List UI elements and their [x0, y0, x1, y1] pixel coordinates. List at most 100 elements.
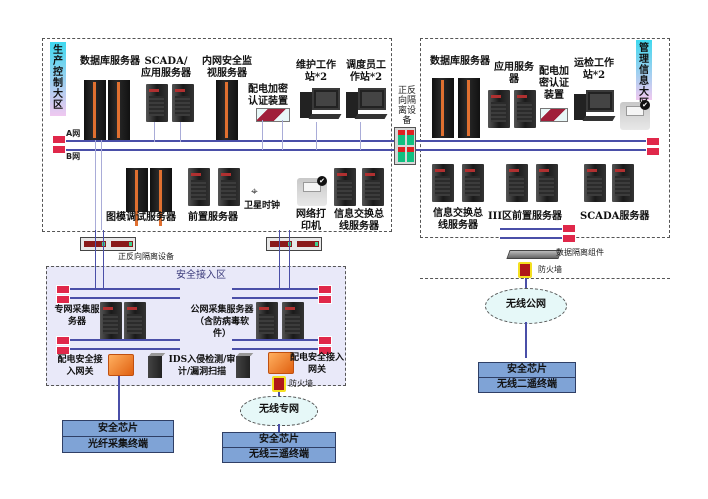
- access-bus: [70, 288, 180, 290]
- left-isolator-label: 正反向隔离设备: [118, 252, 174, 261]
- private-collect-server-2: [124, 302, 146, 340]
- link: [282, 120, 283, 150]
- mgmt-ops-workstation-icon: [574, 90, 618, 124]
- zone3-front-server-2: [536, 164, 558, 202]
- mgmt-firewall-label: 防火墙: [538, 265, 562, 274]
- access-bus: [70, 339, 180, 341]
- access-switch-bl: [56, 336, 70, 356]
- access-switch-br: [318, 336, 332, 356]
- link: [316, 122, 317, 150]
- fiber-link: [118, 376, 120, 422]
- terminal-two-remote-chip: 安全芯片: [478, 362, 576, 378]
- access-bus: [232, 339, 332, 341]
- mgmt-db-server-1: [432, 78, 454, 138]
- mgmt-switch-icon: [646, 137, 660, 157]
- data-isolation-label: 数据隔离组件: [556, 248, 604, 257]
- mgmt-lower-bus-a: [500, 228, 562, 230]
- left-gateway-label: 配电安全接入网关: [57, 355, 103, 377]
- mgmt-info-bus-server-1: [432, 164, 454, 202]
- zone3-front-server-1: [506, 164, 528, 202]
- link: [101, 140, 102, 230]
- network-printer-icon: [297, 176, 327, 206]
- mgmt-firewall-icon: [518, 262, 532, 278]
- link: [262, 120, 263, 150]
- graph-debug-server-2: [150, 168, 172, 226]
- access-bus: [232, 297, 332, 299]
- mgmt-lower-bus-b: [500, 237, 562, 239]
- a-net-label: A网: [66, 129, 81, 138]
- mgmt-lower-switch-icon: [562, 224, 576, 244]
- public-terminal-link: [525, 322, 527, 358]
- mgmt-app-server-1: [488, 90, 510, 128]
- mgmt-encryption-label: 配电加密认证装置: [539, 66, 569, 101]
- left-gateway-icon: [108, 354, 134, 376]
- production-zone: [42, 38, 392, 232]
- link: [360, 122, 361, 150]
- link: [289, 230, 290, 290]
- right-isolator-icon: [266, 237, 322, 251]
- front-server-1: [188, 168, 210, 206]
- mgmt-lower-divider: [420, 278, 670, 279]
- wireless-private-cloud: 无线专网: [240, 396, 318, 426]
- prod-db-server-1: [84, 80, 106, 140]
- right-gateway-label: 配电安全接入网关: [290, 353, 345, 375]
- terminal-three-remote-name: 无线三遥终端: [222, 447, 336, 463]
- ids-label: IDS入侵检测/审计/漏洞扫描: [168, 355, 236, 377]
- access-bus: [232, 348, 332, 350]
- mgmt-db-server-label: 数据库服务器: [430, 56, 490, 67]
- graph-debug-server-1: [126, 168, 148, 226]
- mgmt-info-bus-server-2: [462, 164, 484, 202]
- private-collect-server-label: 专网采集服务器: [54, 305, 100, 327]
- link: [103, 230, 104, 290]
- mgmt-info-bus-server-label: 信息交换总线服务器: [433, 208, 483, 231]
- mgmt-ops-ws-label: 运检工作站*2: [574, 58, 614, 81]
- link: [180, 122, 181, 142]
- prod-dispatch-workstation-icon: [346, 88, 390, 122]
- link: [279, 230, 280, 290]
- prod-monitor-server-label: 内网安全监视服务器: [202, 56, 252, 79]
- public-collect-server-1: [256, 302, 278, 340]
- prod-monitor-server: [216, 80, 238, 140]
- zone3-front-server-label: III区前置服务器: [488, 211, 563, 222]
- ids-left-icon: [148, 356, 162, 378]
- public-collect-server-2: [282, 302, 304, 340]
- link: [95, 230, 96, 290]
- production-switch-icon: [52, 135, 66, 155]
- b-net-label: B网: [66, 152, 81, 161]
- access-firewall-icon: [272, 376, 286, 392]
- secure-access-zone-label: 安全接入区: [176, 270, 226, 281]
- prod-info-bus-server-1: [334, 168, 356, 206]
- prod-scada-app-label: SCADA/应用服务器: [141, 56, 191, 79]
- network-printer-label: 网络打印机: [296, 209, 326, 232]
- mgmt-scada-server-2: [612, 164, 634, 202]
- private-collect-server-1: [100, 302, 122, 340]
- production-bus-a: [66, 140, 656, 142]
- front-server-label: 前置服务器: [188, 212, 238, 223]
- vertical-isolator-icon: [394, 127, 416, 165]
- access-bus: [232, 288, 332, 290]
- terminal-fiber-name: 光纤采集终端: [62, 436, 174, 453]
- access-bus: [70, 297, 180, 299]
- private-terminal-link: [278, 424, 280, 432]
- prod-scada-server-1: [146, 84, 168, 122]
- access-bus: [70, 348, 180, 350]
- terminal-fiber-chip: 安全芯片: [62, 420, 174, 437]
- left-isolator-icon: [80, 237, 136, 251]
- graph-debug-server-label: 图模调试服务器: [106, 212, 176, 223]
- prod-info-bus-server-2: [362, 168, 384, 206]
- ids-right-icon: [236, 356, 250, 378]
- production-bus-b: [66, 149, 656, 151]
- prod-scada-server-2: [172, 84, 194, 122]
- prod-info-bus-server-label: 信息交换总线服务器: [334, 209, 384, 232]
- mgmt-app-server-2: [514, 90, 536, 128]
- right-gateway-icon: [268, 352, 294, 374]
- production-zone-label: 生产控制大区: [50, 42, 66, 116]
- terminal-three-remote-chip: 安全芯片: [222, 432, 336, 448]
- mgmt-printer-icon: [620, 100, 650, 130]
- prod-maint-ws-label: 维护工作站*2: [296, 60, 336, 83]
- prod-maint-workstation-icon: [300, 88, 344, 122]
- mgmt-encryption-device-icon: [540, 108, 568, 122]
- prod-db-server-label: 数据库服务器: [80, 56, 140, 67]
- mgmt-db-server-2: [458, 78, 480, 138]
- link: [95, 140, 96, 230]
